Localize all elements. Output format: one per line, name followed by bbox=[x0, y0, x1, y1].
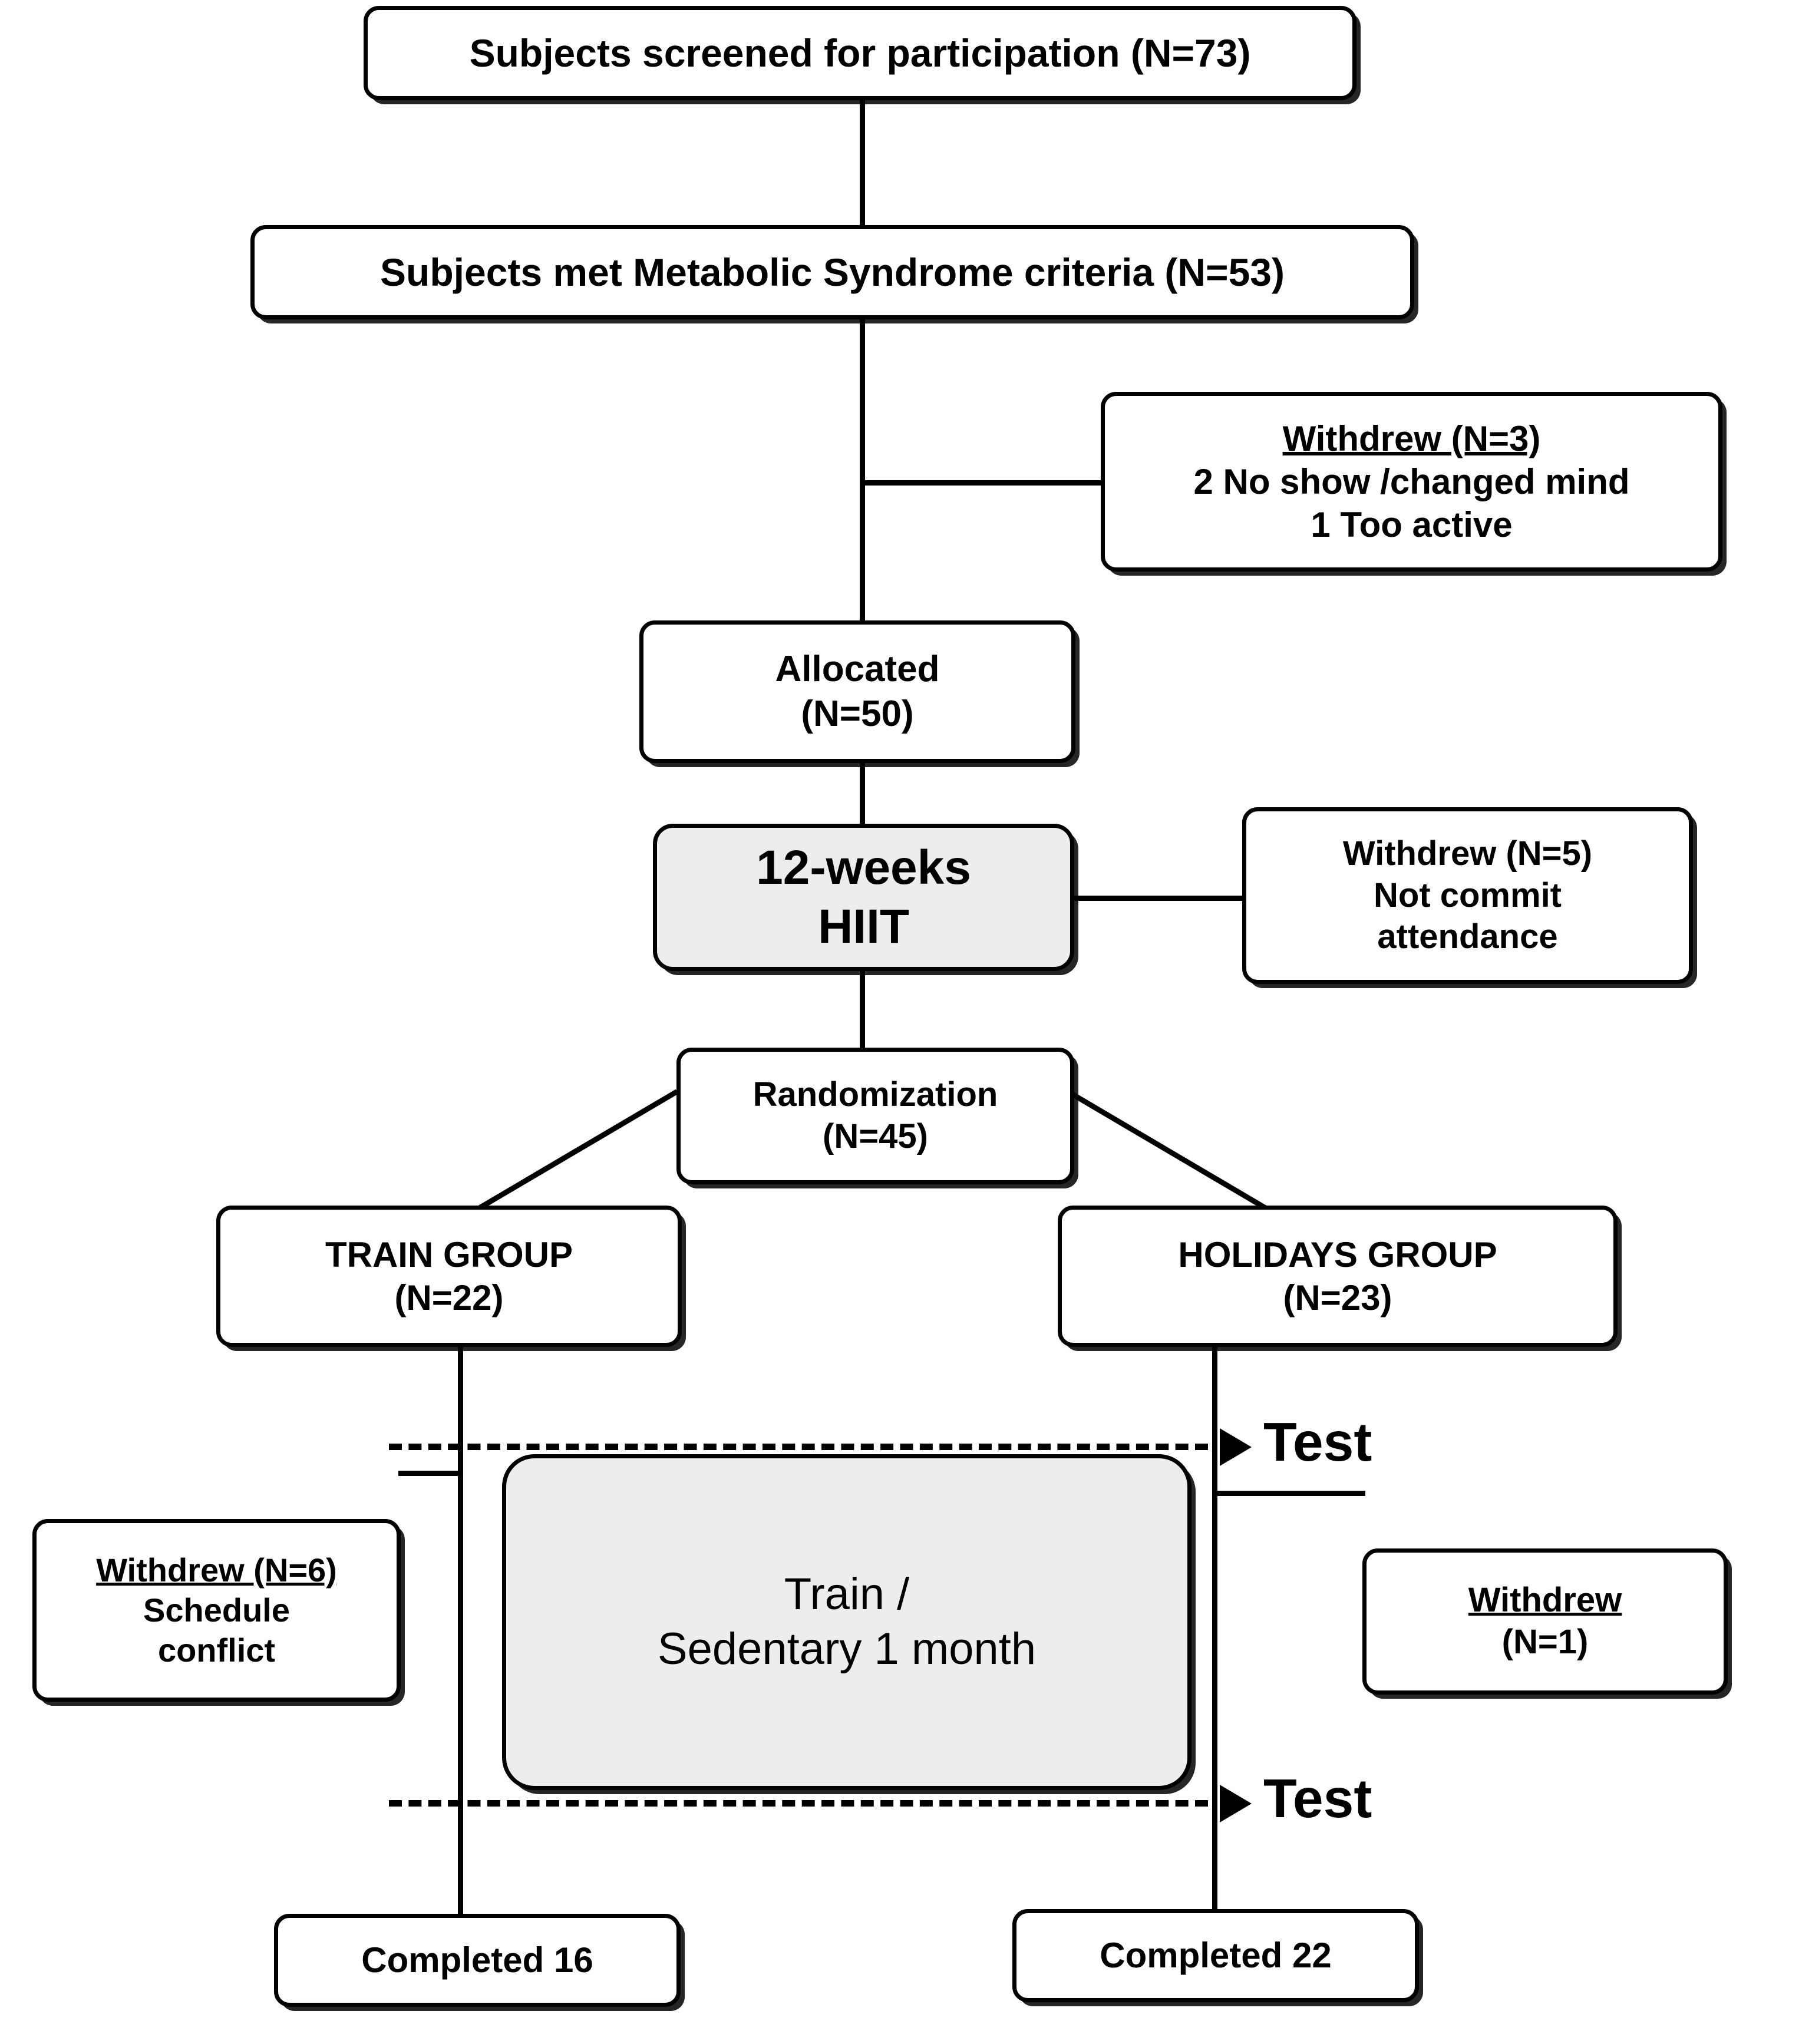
test-label-top: Test bbox=[1263, 1411, 1372, 1472]
connector-holidays-to-withdrew1 bbox=[1212, 1491, 1365, 1496]
test-line-bottom bbox=[389, 1800, 1208, 1807]
node-train-group[interactable]: TRAIN GROUP (N=22) bbox=[216, 1206, 682, 1347]
connector-hiit-to-withdrew5 bbox=[1072, 896, 1243, 901]
node-holidays-group[interactable]: HOLIDAYS GROUP (N=23) bbox=[1058, 1206, 1618, 1347]
connector-randomization-to-train bbox=[467, 1089, 679, 1217]
node-met-criteria-line1: Subjects met Metabolic Syndrome criteria… bbox=[380, 250, 1285, 294]
test-line-top bbox=[389, 1444, 1208, 1450]
connector-train-vertical bbox=[458, 1346, 463, 1915]
node-allocated[interactable]: Allocated (N=50) bbox=[639, 620, 1075, 763]
connector-screened-to-criteria bbox=[860, 100, 865, 225]
connector-train-to-withdrew6 bbox=[398, 1471, 463, 1476]
node-withdrew-holidays-line2: (N=1) bbox=[1501, 1623, 1589, 1661]
node-completed-train[interactable]: Completed 16 bbox=[274, 1914, 681, 2007]
node-completed-holidays-line1: Completed 22 bbox=[1100, 1936, 1332, 1976]
connector-criteria-to-withdrew3 bbox=[860, 480, 1113, 486]
node-randomization[interactable]: Randomization (N=45) bbox=[676, 1048, 1074, 1184]
node-hiit-line2: HIIT bbox=[818, 900, 909, 953]
connector-hiit-to-randomization bbox=[860, 966, 865, 1052]
connector-holidays-vertical bbox=[1212, 1346, 1217, 1915]
node-withdrew-holidays-line1: Withdrew bbox=[1468, 1581, 1622, 1620]
node-withdrew-screening-line2: 2 No show /changed mind bbox=[1193, 461, 1630, 501]
node-intervention-line1: Train / bbox=[784, 1569, 910, 1620]
node-randomization-line1: Randomization bbox=[752, 1075, 998, 1114]
node-completed-holidays[interactable]: Completed 22 bbox=[1012, 1909, 1419, 2002]
test-arrow-top-icon bbox=[1220, 1428, 1252, 1466]
node-12-weeks-hiit[interactable]: 12-weeks HIIT bbox=[653, 824, 1074, 971]
node-withdrew-screening-line1: Withdrew (N=3) bbox=[1282, 418, 1541, 458]
node-subjects-screened[interactable]: Subjects screened for participation (N=7… bbox=[364, 6, 1356, 100]
node-met-criteria[interactable]: Subjects met Metabolic Syndrome criteria… bbox=[250, 225, 1414, 319]
node-withdrew-train-line1: Withdrew (N=6) bbox=[96, 1551, 337, 1589]
node-completed-train-line1: Completed 16 bbox=[361, 1940, 593, 1980]
test-arrow-bottom-icon bbox=[1220, 1785, 1252, 1822]
node-hiit-line1: 12-weeks bbox=[756, 840, 971, 894]
node-withdrew-train-line3: conflict bbox=[157, 1632, 276, 1669]
node-train-group-line1: TRAIN GROUP bbox=[325, 1234, 573, 1274]
connector-allocated-to-hiit bbox=[860, 760, 865, 825]
node-withdrew-holidays[interactable]: Withdrew (N=1) bbox=[1362, 1548, 1728, 1695]
node-withdrew-screening-line3: 1 Too active bbox=[1311, 505, 1513, 545]
connector-randomization-to-holidays bbox=[1066, 1089, 1280, 1219]
connector-criteria-to-allocated bbox=[860, 318, 865, 628]
node-withdrew-train-line2: Schedule bbox=[143, 1591, 290, 1629]
node-holidays-group-line2: (N=23) bbox=[1283, 1278, 1392, 1317]
node-withdrew-hiit-line1: Withdrew (N=5) bbox=[1342, 834, 1593, 873]
node-train-group-line2: (N=22) bbox=[394, 1278, 504, 1317]
node-intervention-line2: Sedentary 1 month bbox=[657, 1624, 1037, 1674]
node-allocated-line2: (N=50) bbox=[801, 694, 914, 734]
node-allocated-line1: Allocated bbox=[775, 649, 940, 690]
node-holidays-group-line1: HOLIDAYS GROUP bbox=[1178, 1234, 1497, 1274]
node-withdrew-screening[interactable]: Withdrew (N=3) 2 No show /changed mind 1… bbox=[1101, 392, 1722, 572]
node-randomization-line2: (N=45) bbox=[823, 1117, 928, 1155]
node-intervention-period[interactable]: Train / Sedentary 1 month bbox=[502, 1454, 1192, 1790]
node-withdrew-hiit-line3: attendance bbox=[1377, 917, 1558, 956]
test-label-bottom: Test bbox=[1263, 1768, 1372, 1829]
node-withdrew-train[interactable]: Withdrew (N=6) Schedule conflict bbox=[32, 1519, 401, 1702]
node-withdrew-hiit-line2: Not commit bbox=[1374, 876, 1562, 914]
node-subjects-screened-line1: Subjects screened for participation (N=7… bbox=[469, 31, 1251, 75]
node-withdrew-hiit[interactable]: Withdrew (N=5) Not commit attendance bbox=[1242, 807, 1693, 984]
